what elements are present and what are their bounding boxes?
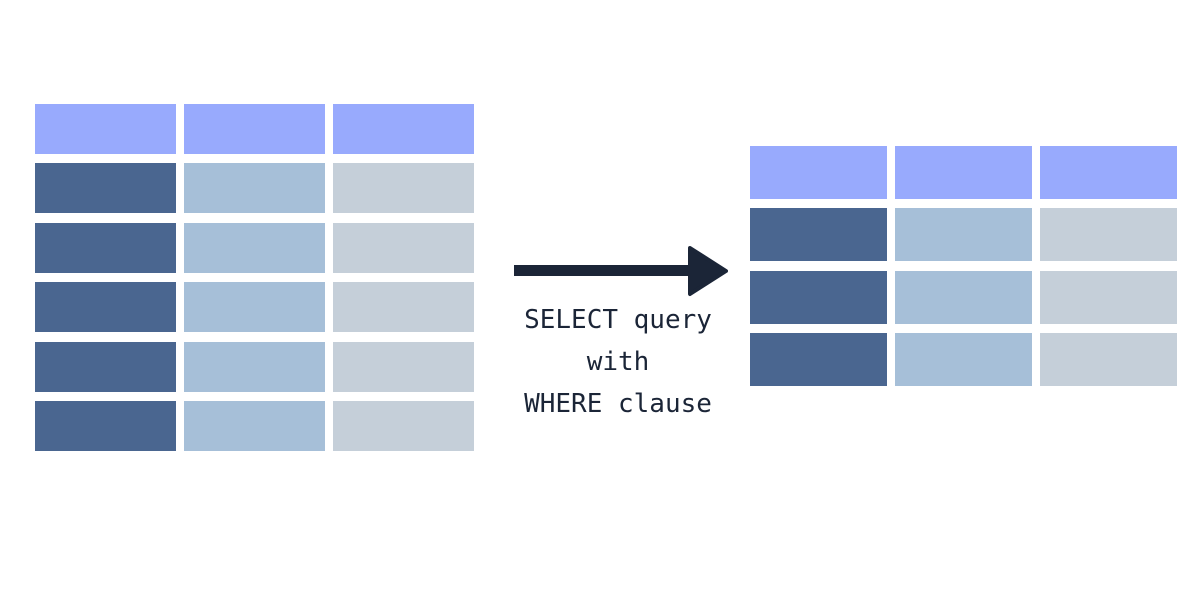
result-table-row-3-cell-3 (1040, 332, 1177, 386)
result-table-row-1-cell-2 (895, 208, 1032, 262)
query-caption: SELECT query with WHERE clause (488, 299, 748, 425)
source-table-row-4-cell-3 (333, 341, 474, 392)
result-table-header-cell-2 (895, 146, 1032, 199)
result-table-header-cell-1 (750, 146, 887, 199)
result-table-row-1-cell-3 (1040, 208, 1177, 262)
arrow-shaft (514, 265, 700, 276)
result-table-row-3-cell-2 (895, 332, 1032, 386)
right-arrow-icon (514, 246, 728, 296)
source-table-row-3-cell-2 (184, 282, 325, 333)
result-table-row-1-cell-1 (750, 208, 887, 262)
result-table-row-2-cell-2 (895, 270, 1032, 324)
source-table-row-5-cell-1 (35, 400, 176, 451)
source-table-row-2-cell-1 (35, 222, 176, 273)
caption-line-with: with (586, 347, 650, 377)
caption-line-select: SELECT query (524, 305, 712, 335)
source-table-row-5-cell-3 (333, 400, 474, 451)
caption-line-where: WHERE clause (524, 389, 712, 419)
arrow-head (688, 246, 728, 296)
source-table-row-4-cell-2 (184, 341, 325, 392)
source-table-row-1-cell-1 (35, 163, 176, 214)
source-table-row-1-cell-2 (184, 163, 325, 214)
result-table-row-3-cell-1 (750, 332, 887, 386)
result-table-row-2-cell-3 (1040, 270, 1177, 324)
result-table-row-2-cell-1 (750, 270, 887, 324)
source-table-row-4-cell-1 (35, 341, 176, 392)
source-table-header-cell-1 (35, 104, 176, 154)
result-table (750, 146, 1177, 386)
source-table-row-5-cell-2 (184, 400, 325, 451)
source-table-row-2-cell-3 (333, 222, 474, 273)
source-table-row-3-cell-1 (35, 282, 176, 333)
source-table-header-cell-2 (184, 104, 325, 154)
source-table-row-2-cell-2 (184, 222, 325, 273)
result-table-header-cell-3 (1040, 146, 1177, 199)
source-table-row-1-cell-3 (333, 163, 474, 214)
source-table-row-3-cell-3 (333, 282, 474, 333)
source-table-header-cell-3 (333, 104, 474, 154)
source-table (35, 104, 474, 451)
